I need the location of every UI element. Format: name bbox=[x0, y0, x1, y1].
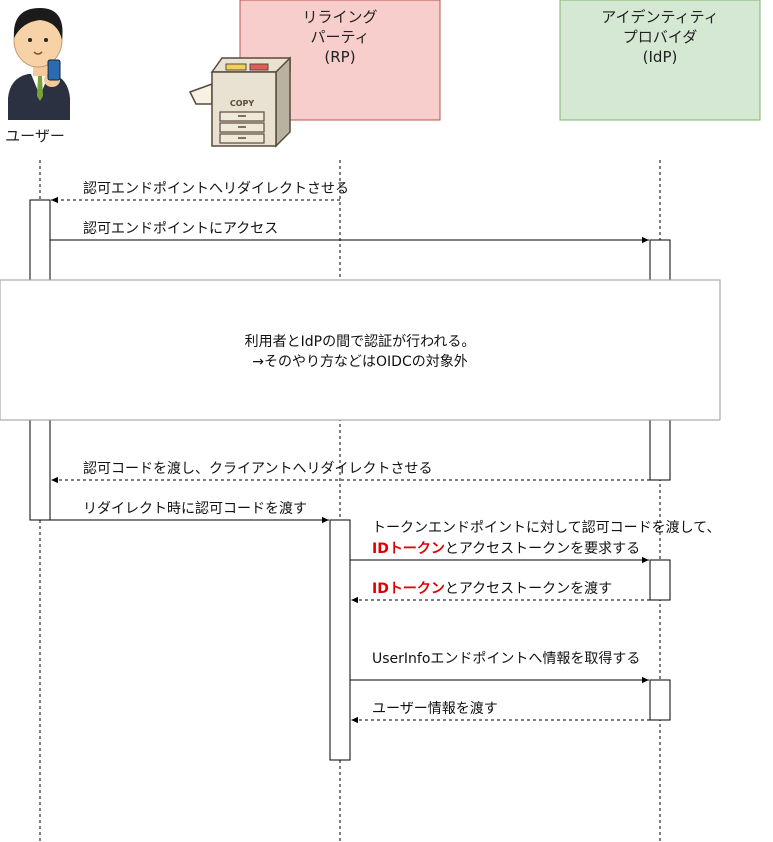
idp-activation-bar-3 bbox=[649, 679, 671, 721]
message-label-8: ユーザー情報を渡す bbox=[372, 701, 498, 717]
message-label-1: 認可エンドポイントへリダイレクトさせる bbox=[83, 181, 349, 197]
rp-label-line3: (RP) bbox=[324, 48, 355, 66]
person-with-phone-icon bbox=[8, 8, 70, 120]
idp-label-line1: アイデンティティ bbox=[601, 8, 718, 26]
message-label-3: 認可コードを渡し、クライアントへリダイレクトさせる bbox=[83, 461, 432, 477]
rp-label-line2: パーティ bbox=[310, 28, 369, 46]
message-label-5-line2: IDトークンとアクセストークンを要求する bbox=[372, 541, 640, 557]
message-label-7: UserInfoエンドポイントへ情報を取得する bbox=[372, 650, 640, 667]
message-label-4: リダイレクト時に認可コードを渡す bbox=[83, 501, 307, 517]
rp-label-line1: リライング bbox=[302, 8, 377, 26]
idp-box bbox=[559, 0, 761, 121]
id-token-highlight: IDトークン bbox=[372, 541, 445, 557]
rp-activation-bar bbox=[329, 519, 351, 761]
idp-label-line2: プロバイダ bbox=[623, 28, 697, 46]
note-line-1: 利用者とIdPの間で認証が行われる。 bbox=[245, 334, 476, 350]
message-label-5-line1: トークンエンドポイントに対して認可コードを渡して、 bbox=[372, 520, 720, 536]
note-line-2: →そのやり方などはOIDCの対象外 bbox=[252, 354, 467, 370]
note-box bbox=[0, 279, 721, 421]
id-token-highlight: IDトークン bbox=[372, 581, 445, 597]
idp-label-line3: (IdP) bbox=[643, 48, 678, 66]
message-label-6-rest: とアクセストークンを渡す bbox=[445, 581, 612, 597]
copy-machine-label: COPY bbox=[230, 99, 255, 108]
message-label-2: 認可エンドポイントにアクセス bbox=[83, 221, 278, 237]
copy-machine-icon: COPY bbox=[188, 56, 291, 148]
user-label: ユーザー bbox=[5, 127, 65, 145]
message-label-6: IDトークンとアクセストークンを渡す bbox=[372, 581, 612, 597]
message-label-5-rest: とアクセストークンを要求する bbox=[445, 541, 640, 557]
idp-activation-bar-2 bbox=[649, 559, 671, 601]
